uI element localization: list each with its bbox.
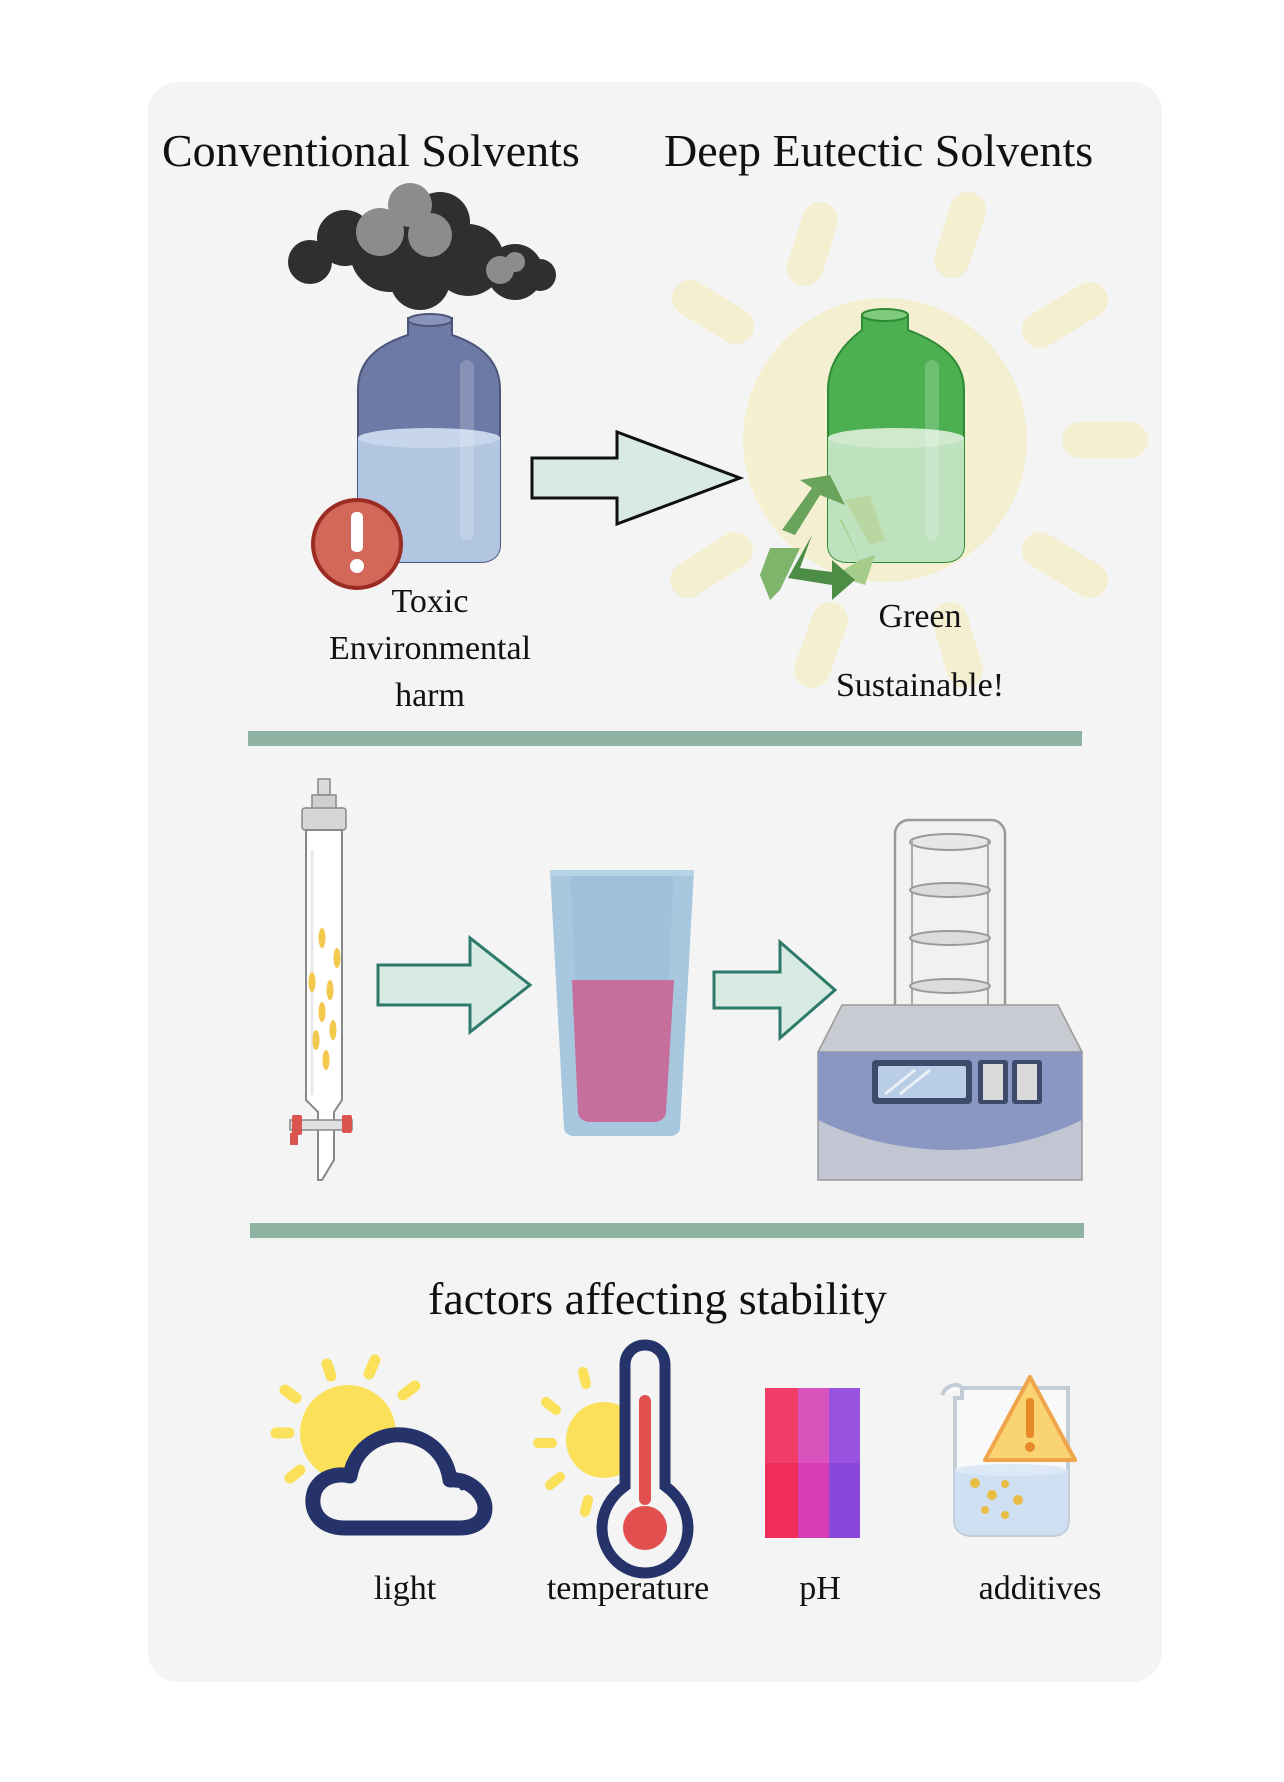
transition-arrow <box>530 429 745 527</box>
section-divider-top <box>248 731 1082 746</box>
process-arrow-1 <box>376 934 533 1036</box>
recycle-icon <box>760 475 885 600</box>
sun-cloud-icon <box>270 1354 493 1536</box>
label-environmental: Environmental <box>328 630 532 667</box>
factor-label-ph: pH <box>799 1570 841 1607</box>
factor-label-temperature: temperature <box>546 1570 710 1607</box>
ph-strip-icon <box>765 1388 860 1538</box>
deep-eutectic-solvents-title: Deep Eutectic Solvents <box>664 125 1094 176</box>
process-arrow-2 <box>712 938 838 1042</box>
label-green: Green <box>878 598 962 635</box>
toxic-solvent-bottle <box>357 313 501 563</box>
thermometer-icon <box>533 1339 694 1579</box>
smoke-cloud-icon <box>288 183 556 310</box>
label-toxic: Toxic <box>391 583 469 620</box>
conventional-labels: Toxic Environmental harm <box>310 578 550 719</box>
factor-label-light: light <box>373 1570 437 1607</box>
stability-factors-title: factors affecting stability <box>428 1273 887 1324</box>
section-divider-bottom <box>250 1223 1084 1238</box>
extract-beaker-icon <box>550 870 694 1136</box>
factor-label-additives: additives <box>978 1570 1102 1607</box>
conventional-solvents-title: Conventional Solvents <box>162 125 580 176</box>
beaker-warning-icon <box>940 1375 1077 1537</box>
chromatography-column-icon <box>289 778 353 1181</box>
label-harm: harm <box>395 677 465 714</box>
warning-icon <box>311 498 403 590</box>
label-sustainable: Sustainable! <box>835 667 1005 704</box>
freeze-dryer-icon <box>816 818 1084 1181</box>
